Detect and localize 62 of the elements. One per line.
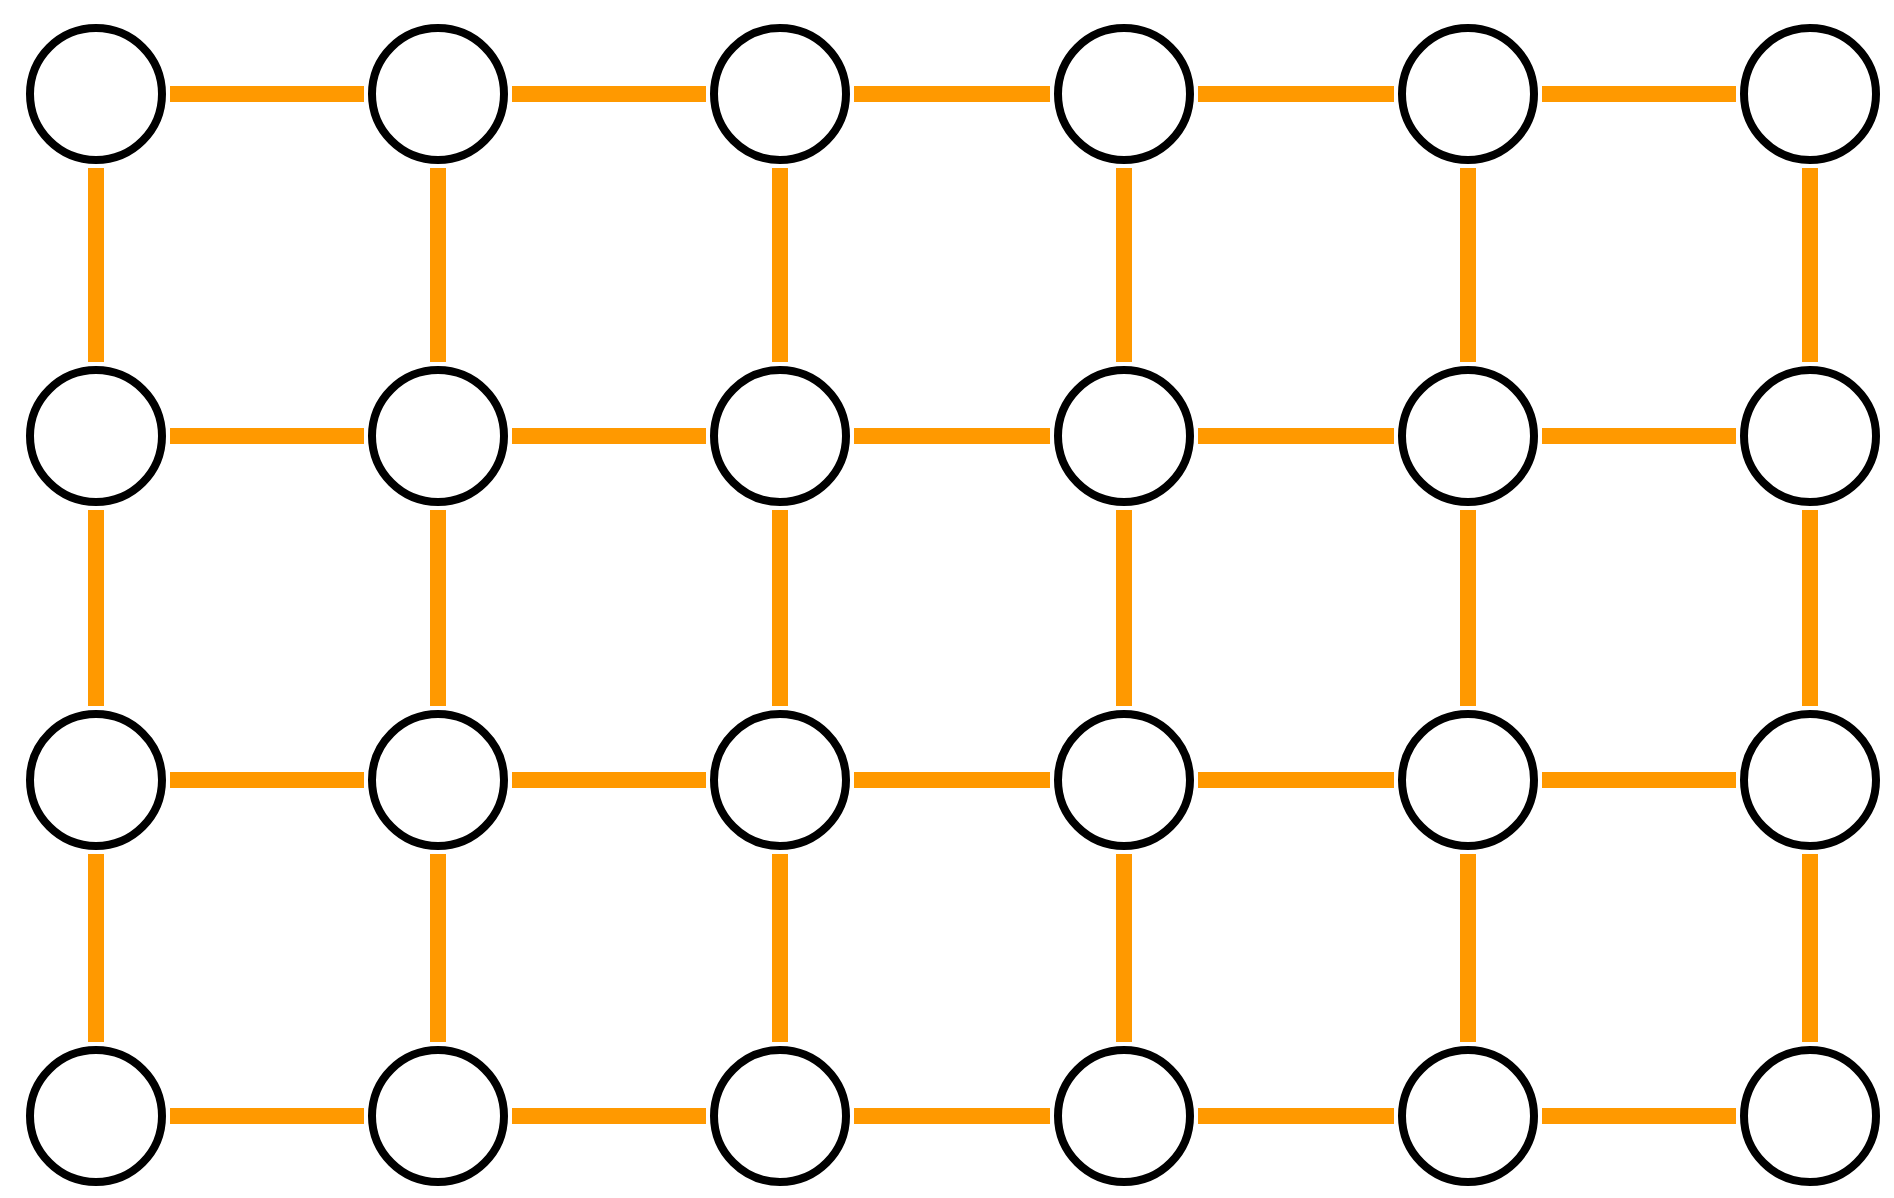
connector-line (88, 854, 104, 1042)
connector-line (1802, 168, 1818, 362)
circle-node (26, 24, 166, 164)
connector-line (170, 772, 364, 788)
connector-line (1198, 772, 1394, 788)
circle-node (1054, 710, 1194, 850)
circle-node (710, 366, 850, 506)
connector-line (88, 510, 104, 706)
connector-line (1116, 168, 1132, 362)
circle-node (368, 24, 508, 164)
circle-node (26, 1046, 166, 1186)
connector-line (88, 168, 104, 362)
connector-line (854, 428, 1050, 444)
connector-line (512, 428, 706, 444)
circle-node (368, 1046, 508, 1186)
circle-node (710, 24, 850, 164)
connector-line (430, 510, 446, 706)
connector-line (1198, 1108, 1394, 1124)
connector-line (854, 772, 1050, 788)
circle-node (1740, 710, 1880, 850)
connector-line (1542, 86, 1736, 102)
connector-line (1542, 772, 1736, 788)
connector-line (512, 86, 706, 102)
connector-line (512, 772, 706, 788)
connector-line (772, 854, 788, 1042)
connector-line (170, 86, 364, 102)
circle-node (368, 710, 508, 850)
circle-node (710, 1046, 850, 1186)
circle-node (1398, 1046, 1538, 1186)
connector-line (1460, 168, 1476, 362)
circle-node (1054, 1046, 1194, 1186)
circle-node (710, 710, 850, 850)
circle-node (368, 366, 508, 506)
connector-line (170, 1108, 364, 1124)
circle-node (1054, 366, 1194, 506)
connector-line (430, 854, 446, 1042)
circle-node (1398, 24, 1538, 164)
circle-node (26, 366, 166, 506)
connector-line (1460, 510, 1476, 706)
connector-line (772, 510, 788, 706)
circle-node (26, 710, 166, 850)
circle-node (1398, 710, 1538, 850)
connector-line (772, 168, 788, 362)
connector-line (854, 86, 1050, 102)
circle-node (1740, 366, 1880, 506)
connector-line (854, 1108, 1050, 1124)
connector-line (512, 1108, 706, 1124)
circle-node (1740, 24, 1880, 164)
connector-line (1542, 1108, 1736, 1124)
connector-line (430, 168, 446, 362)
circle-node (1398, 366, 1538, 506)
connector-line (1802, 510, 1818, 706)
connector-line (170, 428, 364, 444)
connector-line (1198, 428, 1394, 444)
connector-line (1198, 86, 1394, 102)
circle-node (1740, 1046, 1880, 1186)
connector-line (1542, 428, 1736, 444)
circle-node (1054, 24, 1194, 164)
connector-line (1116, 854, 1132, 1042)
connector-line (1116, 510, 1132, 706)
connector-line (1802, 854, 1818, 1042)
connector-line (1460, 854, 1476, 1042)
